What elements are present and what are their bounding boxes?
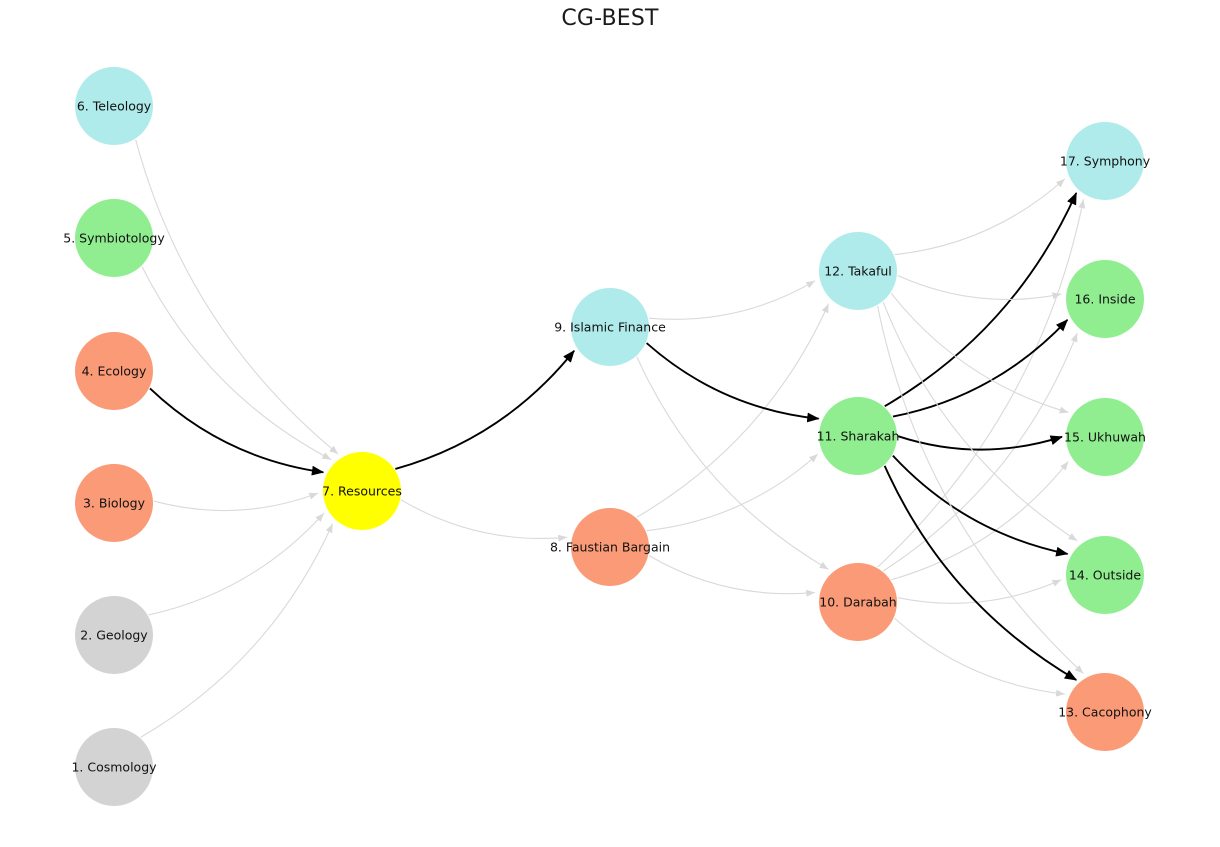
graph-node-5[interactable]: [75, 199, 153, 277]
graph-edge: [897, 275, 1062, 300]
graph-node-16[interactable]: [1066, 260, 1144, 338]
graph-node-10[interactable]: [819, 563, 897, 641]
graph-edge: [882, 301, 1078, 542]
graph-edge: [648, 555, 816, 597]
graph-edge: [877, 199, 1086, 568]
graph-node-15[interactable]: [1066, 398, 1144, 476]
graph-edge: [135, 139, 339, 455]
graph-edge: [646, 453, 819, 532]
graph-edge: [636, 356, 829, 570]
graph-edge: [140, 523, 334, 738]
graph-edge: [395, 349, 575, 470]
graph-node-14[interactable]: [1066, 536, 1144, 614]
graph-node-17[interactable]: [1066, 122, 1144, 200]
graph-edge: [897, 579, 1062, 604]
graph-edge: [149, 387, 325, 476]
graph-edge: [891, 461, 1069, 581]
graph-node-2[interactable]: [75, 596, 153, 674]
graph-node-9[interactable]: [571, 288, 649, 366]
graph-node-7[interactable]: [323, 452, 401, 530]
graph-edge: [883, 465, 1078, 681]
graph-edge: [645, 342, 820, 423]
edges-group: [135, 139, 1086, 738]
graph-edge: [648, 280, 816, 320]
graph-edge: [894, 178, 1066, 256]
node-circles: [75, 67, 1144, 806]
graph-edge: [400, 499, 568, 542]
graph-node-6[interactable]: [75, 67, 153, 145]
graph-edge: [897, 435, 1063, 451]
graph-edge: [882, 332, 1078, 572]
graph-edge: [892, 319, 1069, 418]
graph-edge: [884, 192, 1078, 408]
graph-node-3[interactable]: [75, 464, 153, 542]
graph-node-4[interactable]: [75, 332, 153, 410]
page-title: CG-BEST: [561, 6, 659, 31]
graph-node-11[interactable]: [819, 397, 897, 475]
graph-edge: [877, 305, 1084, 675]
graph-edge: [890, 292, 1069, 414]
graph-edge: [894, 617, 1065, 697]
graph-node-12[interactable]: [819, 232, 897, 310]
graph-edge: [141, 266, 332, 461]
graph-edge: [636, 303, 830, 518]
graph-node-13[interactable]: [1066, 673, 1144, 751]
graph-edge: [153, 492, 319, 512]
graph-node-8[interactable]: [571, 508, 649, 586]
graph-node-1[interactable]: [75, 728, 153, 806]
graph-edge: [148, 512, 325, 616]
graph-edge: [892, 454, 1069, 557]
